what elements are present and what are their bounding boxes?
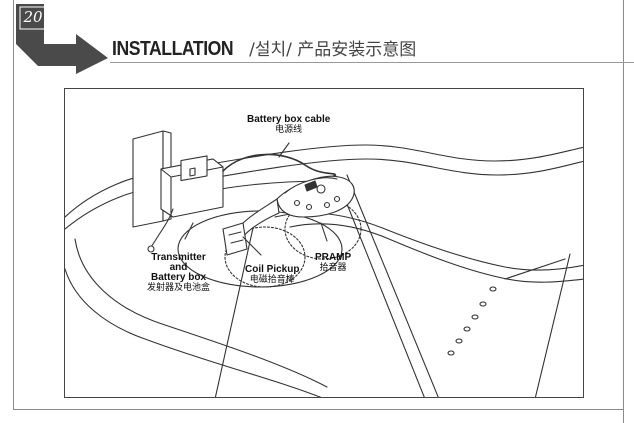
callout-battery-cable-en: Battery box cable	[247, 114, 331, 125]
callout-battery-cable: Battery box cable 电源线	[247, 114, 331, 136]
callout-coil-pickup-en: Coil Pickup	[245, 264, 300, 275]
page-border-bottom	[13, 409, 624, 410]
page-number-tab	[16, 4, 108, 74]
callout-coil-pickup: Coil Pickup 电磁拾音棒	[245, 264, 300, 286]
back-curve	[274, 212, 583, 271]
page-number: 20	[23, 8, 43, 26]
callout-pramp: PRAMP 拾音器	[315, 252, 352, 274]
transmitter-battery-box	[132, 130, 224, 228]
section-title: INSTALLATION /설치/ 产品安装示意图	[112, 36, 416, 63]
callout-transmitter-en-2: and	[169, 262, 188, 273]
pramp-bracket	[276, 175, 355, 218]
callout-transmitter-en-1: Transmitter	[151, 252, 206, 263]
callout-transmitter-en-3: Battery box	[151, 272, 207, 283]
header-rule	[110, 62, 634, 63]
leader-transmitter	[184, 222, 194, 240]
callout-battery-cable-zh: 电源线	[275, 125, 303, 135]
page-border-right	[623, 0, 624, 423]
brace-line-4	[504, 258, 566, 280]
callout-transmitter: Transmitter and Battery box 发射器及电池盒	[147, 252, 211, 294]
callout-pramp-en: PRAMP	[315, 252, 352, 263]
brace-line-1	[334, 173, 425, 397]
leader-cable	[278, 142, 290, 158]
title-translations: /설치/ 产品安装示意图	[243, 40, 417, 60]
callout-pramp-zh: 拾音器	[319, 263, 347, 273]
guitar-body-illustration	[65, 130, 583, 397]
battery-box-cable	[222, 153, 336, 180]
transmitter-lead	[150, 208, 174, 248]
leader-coil	[242, 236, 262, 256]
brace-line-3	[214, 218, 256, 397]
back-curve-inner	[289, 223, 583, 283]
coil-pickup	[222, 198, 280, 256]
coil-pickup-zone	[224, 226, 306, 288]
brace-line-5	[534, 253, 571, 397]
callout-coil-pickup-zh: 电磁拾音棒	[249, 275, 295, 285]
leader-pramp	[320, 222, 328, 242]
page-border-left	[13, 0, 14, 410]
installation-figure: Battery box cable 电源线 Transmitter and Ba…	[64, 88, 584, 398]
callout-transmitter-zh: 发射器及电池盒	[147, 283, 211, 293]
guitar-inner-wall	[74, 238, 328, 388]
title-english: INSTALLATION	[112, 38, 234, 60]
guitar-lower-rim	[65, 268, 322, 397]
brace-line-2	[346, 174, 439, 397]
